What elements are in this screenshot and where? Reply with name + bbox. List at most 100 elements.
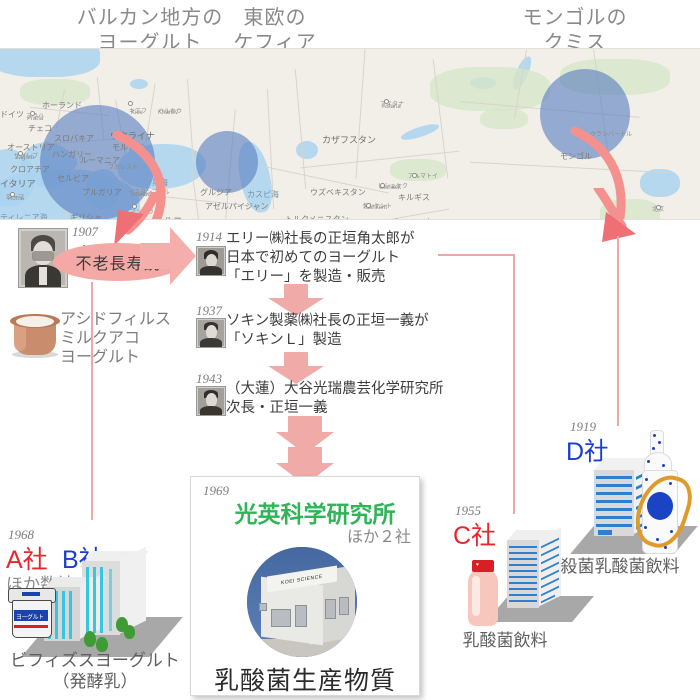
company-ab-caption: ビフィズスヨーグルト （発酵乳） bbox=[10, 651, 180, 691]
map-label: ウズベキスタン bbox=[310, 188, 366, 197]
map-label: Bishkek bbox=[380, 185, 402, 191]
timeline-year-1914: 1914 bbox=[196, 229, 222, 244]
map-label: ウランバートル bbox=[590, 132, 633, 138]
koei-science-panel[interactable]: 1969 光英科学研究所 ほか２社 KOEI SCIENCE 乳酸菌生産物質 bbox=[190, 476, 420, 696]
city-dot bbox=[412, 173, 417, 178]
acidophilus-pot-icon bbox=[10, 309, 60, 358]
city-dot bbox=[132, 204, 137, 209]
sea-balkhash bbox=[399, 121, 441, 143]
arrow-metchnikoff-to-timeline bbox=[140, 227, 196, 285]
map-label: Roma bbox=[8, 196, 25, 202]
bifidus-yogurt-cup-icon: ヨーグルト bbox=[8, 588, 56, 638]
arrow-1937-to-1943 bbox=[268, 352, 324, 384]
map-label: キルギス bbox=[398, 193, 430, 202]
map-label: スロバキア bbox=[54, 134, 94, 143]
company-d-building bbox=[570, 440, 698, 560]
company-a-name: A社 bbox=[6, 546, 48, 574]
border-line bbox=[294, 69, 307, 189]
map-label: ローマ bbox=[6, 195, 25, 201]
map-label: キエフ bbox=[129, 109, 148, 115]
longevity-theory-label: 不老長寿説 bbox=[75, 256, 161, 273]
koei-building-photo: KOEI SCIENCE bbox=[247, 547, 357, 657]
timeline-portrait-1914 bbox=[196, 246, 226, 276]
company-d-year: 1919 bbox=[570, 419, 596, 434]
map-label: クロアチア bbox=[10, 165, 50, 174]
timeline-text-1914: エリー㈱社長の正垣角太郎が 日本で初めてのヨーグルト 「エリー」を製造・販売 bbox=[226, 231, 415, 285]
city-dot bbox=[380, 183, 385, 188]
map-label: ホーランド bbox=[42, 101, 82, 110]
map-label: オーストリア bbox=[7, 143, 55, 152]
terrain-green-3 bbox=[600, 199, 660, 219]
map-label: ルーマニア bbox=[80, 156, 120, 165]
city-dot bbox=[10, 192, 15, 197]
sea-aral bbox=[296, 141, 318, 159]
map-label: モルドバ bbox=[112, 143, 144, 152]
timeline-portrait-1943 bbox=[196, 386, 226, 416]
caucasus-highlight-circle bbox=[196, 131, 258, 193]
map-label: Istanbul bbox=[131, 192, 153, 198]
terrain-green-5 bbox=[20, 79, 90, 105]
map-label: セルビア bbox=[57, 174, 89, 183]
map-label: ブルガリア bbox=[82, 188, 122, 197]
city-dot bbox=[366, 203, 371, 208]
border-line bbox=[470, 161, 670, 174]
company-c-caption: 乳酸菌飲料 bbox=[462, 631, 548, 650]
terrain-green-6 bbox=[480, 109, 528, 129]
map-label: アスタナ bbox=[380, 102, 405, 108]
map-label: Kharkiv bbox=[158, 110, 179, 116]
arrow-1914-to-1937 bbox=[268, 284, 324, 316]
city-dot bbox=[384, 99, 389, 104]
bottle-cap-text: ♥ bbox=[476, 562, 479, 568]
map-label: グルジア bbox=[200, 188, 232, 197]
metchnikoff-year: 1907 bbox=[72, 224, 98, 239]
map-label: Kiev bbox=[131, 110, 143, 116]
map-label: トルクメニスタン bbox=[285, 215, 349, 220]
map-label: タシケント bbox=[362, 204, 392, 210]
lactic-drink-bottle-icon: ♥ bbox=[464, 560, 504, 626]
map-label: ハンガリー bbox=[52, 150, 92, 159]
map-label: ドイツ bbox=[0, 110, 24, 119]
yogurt-cup-text: ヨーグルト bbox=[16, 615, 44, 621]
map-label: ビシュケク bbox=[378, 184, 409, 190]
map-label: トルコ bbox=[155, 214, 182, 219]
map-label: チェコ bbox=[28, 124, 52, 133]
map-label: ギリシャ bbox=[70, 213, 102, 220]
map-label: ティレニア海 bbox=[0, 213, 48, 220]
connector-line-1914-right bbox=[438, 254, 515, 256]
map-label: アゼルバイジャン bbox=[205, 202, 269, 211]
sterilized-lactic-drink-bottle-icon bbox=[627, 430, 699, 555]
city-dot bbox=[30, 111, 35, 116]
map-label: ハルキウ bbox=[158, 109, 183, 115]
connector-line-to-c-company bbox=[513, 254, 515, 514]
company-c-year: 1955 bbox=[455, 503, 481, 518]
product-name-label: 乳酸菌生産物質 bbox=[213, 667, 396, 695]
map-label: カザフスタン bbox=[322, 135, 377, 145]
company-c-building bbox=[486, 516, 594, 626]
map-label: プラハ bbox=[26, 114, 44, 120]
sea-baltic-north bbox=[0, 49, 100, 77]
timeline-portrait-1937 bbox=[196, 318, 226, 348]
map-label: Astana bbox=[382, 104, 401, 110]
terrain-green-4 bbox=[390, 159, 446, 181]
map-label: 北京 bbox=[652, 207, 665, 213]
city-dot bbox=[128, 101, 133, 106]
city-dot bbox=[656, 205, 661, 210]
city-dot bbox=[18, 151, 23, 156]
map-label: イタリア bbox=[0, 179, 36, 189]
timeline-year-1937: 1937 bbox=[196, 303, 222, 318]
map-label: ウクライナ bbox=[110, 131, 155, 141]
map-label: ブカレスト bbox=[108, 165, 139, 171]
border-line bbox=[355, 49, 366, 179]
map-label: Tashkent bbox=[363, 205, 388, 211]
company-d-caption: 殺菌乳酸菌飲料 bbox=[560, 557, 680, 576]
map-label: Zagreb bbox=[15, 155, 35, 161]
map-label: タジキスタン bbox=[393, 217, 441, 219]
sea-lake-west bbox=[130, 79, 148, 89]
map-label: アルマトイ bbox=[408, 174, 438, 180]
sea-bohai bbox=[640, 169, 680, 197]
company-c-name: C社 bbox=[453, 522, 497, 550]
koei-science-subtitle: ほか２社 bbox=[346, 529, 411, 546]
main-box-year: 1969 bbox=[203, 483, 229, 498]
timeline-year-1943: 1943 bbox=[196, 371, 222, 386]
